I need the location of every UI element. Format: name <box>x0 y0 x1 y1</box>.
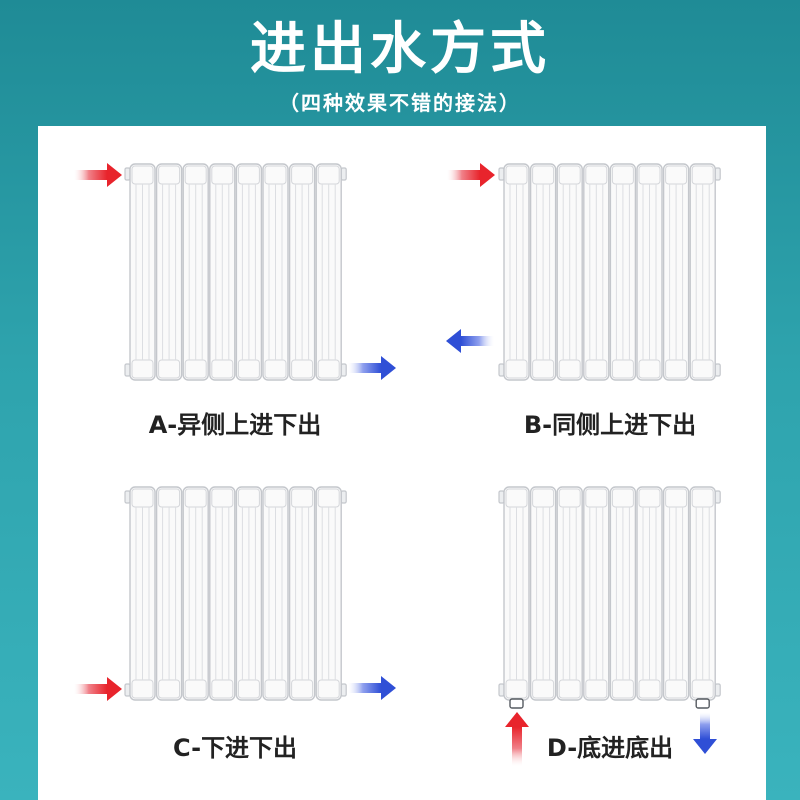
end-cap <box>340 363 347 377</box>
end-cap <box>498 167 505 181</box>
end-cap <box>340 490 347 504</box>
caption-b: B-同侧上进下出 <box>523 411 697 439</box>
radiator-column <box>636 163 663 381</box>
end-cap <box>124 363 131 377</box>
red-arrow-icon <box>505 712 529 766</box>
radiator-column <box>662 486 690 701</box>
end-cap <box>498 490 505 504</box>
radiator-column <box>609 163 637 381</box>
red-arrow-icon <box>74 677 122 701</box>
end-cap <box>340 167 347 181</box>
radiator-column <box>129 163 156 381</box>
blue-arrow-icon <box>446 329 494 353</box>
blue-arrow-icon <box>348 356 396 380</box>
radiator-d <box>498 486 721 709</box>
radiator-column <box>503 163 530 381</box>
red-arrow-icon <box>447 163 495 187</box>
radiator-column <box>288 163 316 381</box>
radiator-column <box>262 486 289 701</box>
end-cap <box>714 363 721 377</box>
end-cap <box>124 490 131 504</box>
radiator-column <box>609 486 637 701</box>
radiator-column <box>155 163 183 381</box>
radiator-a <box>124 163 347 381</box>
end-cap <box>714 490 721 504</box>
radiator-column <box>636 486 663 701</box>
bottom-inlet-pipe <box>509 698 524 709</box>
radiator-column <box>182 163 209 381</box>
end-cap <box>498 363 505 377</box>
blue-arrow-icon <box>348 676 396 700</box>
radiator-c <box>124 486 347 701</box>
radiator-column <box>503 486 530 701</box>
radiator-column <box>662 163 690 381</box>
radiator-column <box>529 163 557 381</box>
radiator-column <box>235 486 263 701</box>
radiator-column <box>155 486 183 701</box>
radiator-column <box>129 486 156 701</box>
radiator-column <box>556 163 583 381</box>
radiator-column <box>182 486 209 701</box>
radiator-column <box>315 163 342 381</box>
red-arrow-icon <box>74 163 122 187</box>
radiator-column <box>288 486 316 701</box>
end-cap <box>124 167 131 181</box>
blue-arrow-icon <box>693 712 717 754</box>
radiator-column <box>529 486 557 701</box>
radiator-column <box>689 163 716 381</box>
page-subtitle: （四种效果不错的接法） <box>279 91 521 115</box>
end-cap <box>714 167 721 181</box>
caption-c: C-下进下出 <box>172 734 298 762</box>
radiator-column <box>556 486 583 701</box>
page-title: 进出水方式 <box>250 17 550 82</box>
radiator-column <box>262 163 289 381</box>
radiator-column <box>209 486 236 701</box>
end-cap <box>498 683 505 697</box>
radiator-b <box>498 163 721 381</box>
end-cap <box>340 683 347 697</box>
radiator-column <box>209 163 236 381</box>
radiator-column <box>235 163 263 381</box>
caption-a: A-异侧上进下出 <box>148 411 322 439</box>
end-cap <box>714 683 721 697</box>
radiator-column <box>689 486 716 701</box>
end-cap <box>124 683 131 697</box>
radiator-column <box>583 163 610 381</box>
radiator-column <box>315 486 342 701</box>
bottom-outlet-pipe <box>695 698 710 709</box>
radiator-column <box>583 486 610 701</box>
caption-d: D-底进底出 <box>546 734 674 762</box>
